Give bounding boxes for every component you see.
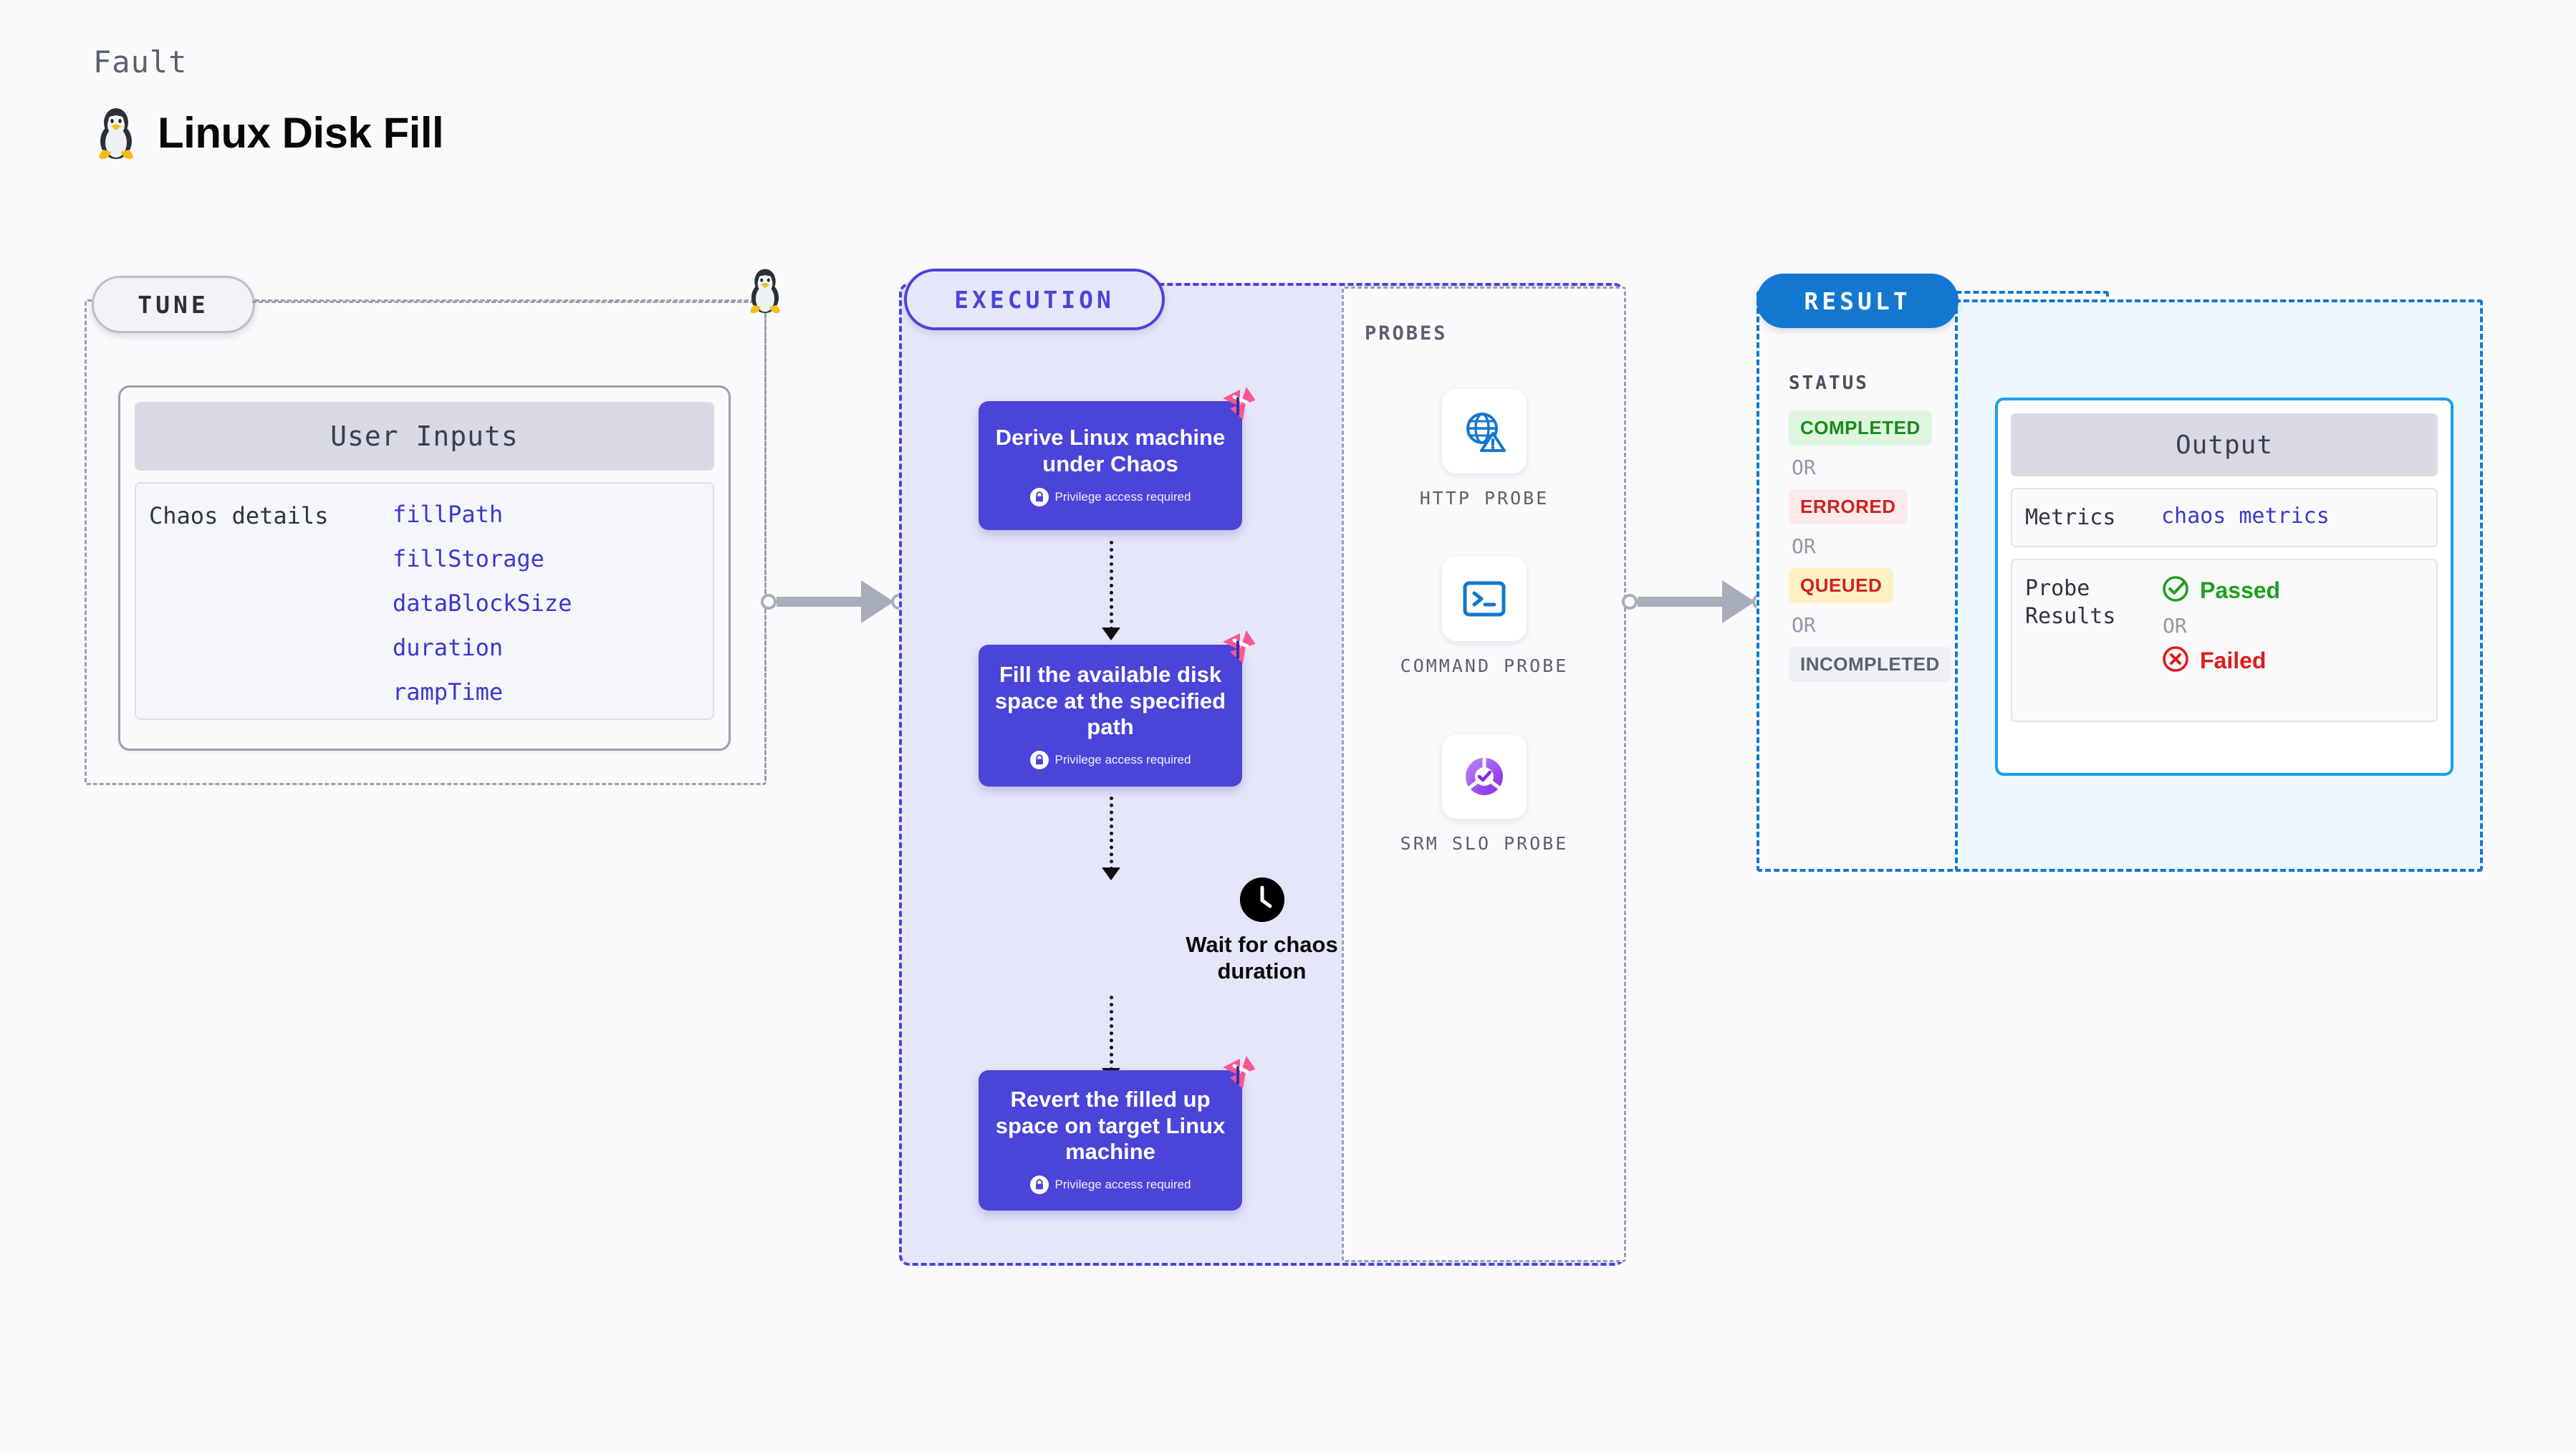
globe-warning-icon [1442,389,1527,473]
or-label: OR [1792,534,1816,558]
terminal-icon [1442,557,1527,641]
tune-stage-badge[interactable]: TUNE [92,276,255,333]
page-title: Linux Disk Fill [158,108,444,157]
status-title: STATUS [1789,372,1869,394]
linux-tux-node-icon [745,266,785,317]
param-duration[interactable]: duration [393,634,504,661]
probe-results-section: Probe Results Passed OR [2011,559,2438,722]
linux-tux-icon [93,105,139,160]
probes-title: PROBES [1365,322,1448,345]
param-fillPath[interactable]: fillPath [393,501,504,528]
status-badge-incompleted: INCOMPLETED [1789,647,1951,682]
connector-start-dot [761,594,777,610]
x-circle-icon [2161,645,2190,677]
chaos-details-label: Chaos details [149,502,329,529]
litmus-ribbon-icon [1219,386,1259,428]
chaos-params-list: fillPath fillStorage dataBlockSize durat… [393,501,572,718]
flow-arrow-1 [1102,541,1120,640]
user-inputs-body: Chaos details fillPath fillStorage dataB… [135,482,714,720]
metrics-section: Metrics chaos metrics [2011,488,2438,547]
check-circle-icon [2161,574,2190,607]
clock-icon [1239,878,1284,922]
probe-label: HTTP PROBE [1419,488,1549,509]
passed-label: Passed [2200,577,2281,603]
probe-result-failed: Failed [2161,645,2280,677]
probe-command[interactable]: COMMAND PROBE [1388,557,1581,678]
title-row: Linux Disk Fill [93,105,444,160]
step-title: Derive Linux machine under Chaos [995,425,1226,476]
lock-icon [1029,750,1049,769]
privilege-text: Privilege access required [1054,489,1191,504]
step-title: Revert the filled up space on target Lin… [995,1087,1226,1165]
connector-shaft [777,597,862,607]
step-privilege-note: Privilege access required [1029,487,1191,506]
execution-step-card[interactable]: Fill the available disk space at the spe… [979,630,1256,787]
wait-label: Wait for chaos duration [1186,932,1338,984]
connector-arrowhead [861,580,894,623]
param-dataBlockSize[interactable]: dataBlockSize [393,590,572,617]
flow-arrow-shaft [1110,541,1113,630]
status-badge-queued: QUEUED [1789,568,1894,603]
connector-start-dot [1622,594,1638,610]
step-privilege-note: Privilege access required [1029,750,1191,769]
probe-result-passed: Passed [2161,574,2280,607]
status-badge-completed: COMPLETED [1789,410,1932,446]
connector-arrowhead [1722,580,1755,623]
probe-results-key: Probe Results [2025,576,2116,629]
execution-step-card[interactable]: Derive Linux machine under Chaos Privile… [979,386,1256,530]
flow-arrow-2 [1102,797,1120,880]
step-privilege-note: Privilege access required [1029,1175,1191,1194]
or-label: OR [2163,614,2187,638]
lock-icon [1029,487,1049,506]
privilege-text: Privilege access required [1054,752,1191,766]
connector-execution-to-result [1622,580,1768,623]
connector-shaft [1638,597,1724,607]
lock-icon [1029,1175,1049,1194]
tune-right-dashed-line [764,301,766,781]
flow-arrow-head [1102,628,1120,640]
fault-eyebrow-label: Fault [93,44,188,80]
slo-donut-check-icon [1442,734,1527,819]
metrics-link[interactable]: chaos metrics [2161,504,2330,529]
flow-arrow-3 [1102,996,1120,1081]
flow-arrow-shaft [1110,797,1113,870]
probe-srm-slo[interactable]: SRM SLO PROBE [1388,734,1581,855]
flow-arrow-head [1102,867,1120,880]
probe-label: COMMAND PROBE [1400,655,1569,676]
connector-tune-to-execution [761,580,907,623]
privilege-text: Privilege access required [1054,1177,1191,1191]
step-title: Fill the available disk space at the spe… [994,662,1226,740]
execution-step-card[interactable]: Revert the filled up space on target Lin… [979,1055,1256,1211]
param-fillStorage[interactable]: fillStorage [393,545,544,572]
result-stage-badge[interactable]: RESULT [1756,274,1959,328]
tune-top-dashed-line [252,301,761,303]
user-inputs-card: User Inputs Chaos details fillPath fillS… [118,385,731,751]
output-title: Output [2011,413,2438,476]
litmus-ribbon-icon [1219,630,1259,671]
output-card: Output Metrics chaos metrics Probe Resul… [1995,398,2454,776]
page-header: Fault Linux Disk Fill [93,44,444,160]
user-inputs-title: User Inputs [135,402,714,471]
or-label: OR [1792,613,1816,637]
execution-stage-badge[interactable]: EXECUTION [904,269,1165,330]
or-label: OR [1792,456,1816,479]
probe-label: SRM SLO PROBE [1400,833,1569,854]
litmus-ribbon-icon [1219,1055,1259,1097]
probe-results-values: Passed OR Failed [2161,574,2280,706]
failed-label: Failed [2200,648,2267,673]
flow-arrow-shaft [1110,996,1113,1071]
wait-node: Wait for chaos duration [1149,878,1375,984]
status-list: COMPLETED OR ERRORED OR QUEUED OR INCOMP… [1789,410,1975,682]
probe-http[interactable]: HTTP PROBE [1388,389,1581,510]
param-rampTime[interactable]: rampTime [393,678,504,706]
status-badge-errored: ERRORED [1789,489,1908,524]
metrics-key: Metrics [2025,505,2116,530]
